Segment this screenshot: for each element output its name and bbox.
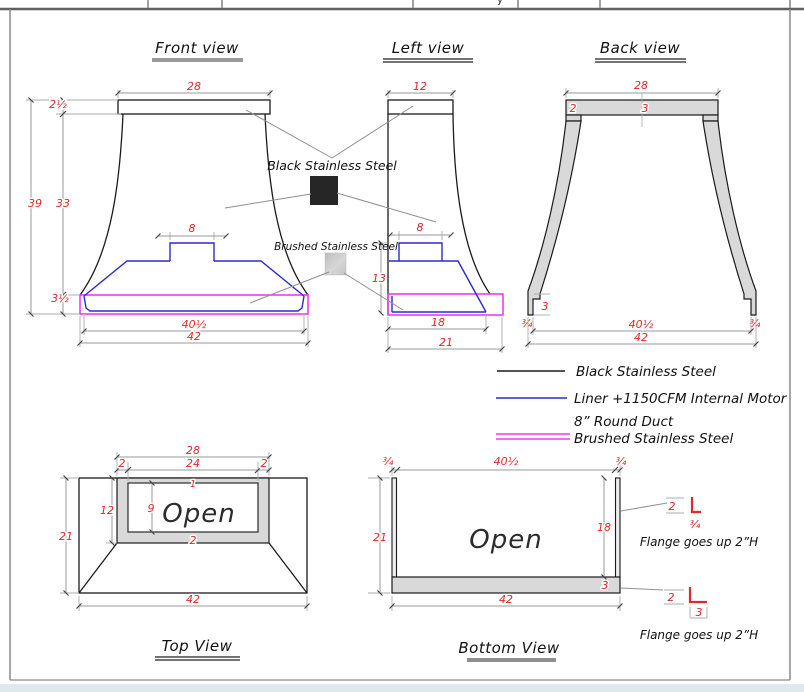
back-right-leg	[702, 120, 757, 316]
front-dim-body-height: 33	[56, 197, 70, 210]
bottom-dim-inner-width: 40½	[494, 455, 519, 468]
back-dim-overall-width: 42	[634, 331, 648, 344]
back-dim-foot-height: 3	[542, 300, 549, 313]
left-dim-duct-width: 8	[417, 221, 424, 234]
top-dim-band-bottom: 2	[190, 534, 197, 547]
footer-bar	[0, 684, 804, 692]
bottom-dim-inner-depth: 18	[597, 521, 611, 534]
front-dim-overall-width: 42	[187, 330, 201, 343]
brushed-steel-callout-label: Brushed Stainless Steel	[274, 241, 398, 253]
flange-detail-bottom: 2 3 Flange goes up 2”H	[620, 587, 758, 642]
front-view-title: Front view	[155, 39, 239, 57]
front-top-plate	[117, 99, 271, 115]
back-dim-top-width: 28	[634, 79, 648, 92]
bottom-view-band	[391, 576, 621, 594]
front-dim-top-height: 2½	[49, 98, 67, 111]
top-dim-band-top: 1	[190, 479, 196, 490]
bottom-view-open-label: Open	[469, 525, 542, 555]
back-dim-plate-edge: 2	[570, 102, 577, 115]
back-dim-foot-width-right: ¾	[750, 317, 761, 330]
material-callouts: Black Stainless Steel Brushed Stainless …	[224, 105, 437, 311]
bottom-view-left-wall	[391, 477, 398, 578]
flange-bottom-profile	[688, 587, 707, 604]
left-brushed-band	[387, 293, 504, 316]
front-dim-top-width: 28	[187, 80, 201, 93]
front-dim-band-height: 3½	[51, 292, 69, 305]
bottom-dim-wall-left: ¾	[383, 455, 394, 468]
top-dim-band-right: 2	[261, 457, 268, 470]
back-left-leg	[527, 120, 582, 316]
flange-top-profile	[690, 497, 701, 514]
flange-bottom-dim-width: 3	[696, 606, 703, 619]
left-liner-outline	[389, 242, 487, 313]
title-block-remnant-text: y	[497, 0, 503, 6]
left-view: Left view 12 8 13 18 21	[371, 39, 505, 353]
back-dim-plate-height: 3	[642, 102, 649, 115]
bottom-dim-overall-depth: 21	[373, 531, 387, 544]
flange-detail-top: 2 ¾ Flange goes up 2”H	[620, 497, 758, 549]
top-view-open-label: Open	[162, 499, 235, 529]
legend-duct-label: 8” Round Duct	[574, 414, 674, 430]
front-brushed-band	[79, 294, 309, 315]
legend-black-label: Black Stainless Steel	[576, 364, 716, 380]
top-dim-opening-width: 24	[186, 457, 200, 470]
front-view-title-underline	[152, 58, 243, 62]
bottom-view-title-underline	[467, 658, 556, 662]
flange-top-note: Flange goes up 2”H	[640, 535, 758, 549]
flange-top-dim-width: ¾	[690, 518, 701, 531]
legend: Black Stainless Steel Liner +1150CFM Int…	[496, 364, 788, 447]
black-steel-swatch	[310, 176, 338, 205]
top-dim-frame-width: 28	[186, 444, 200, 457]
top-view: Open 28 2 24 2 1 2 21 12 9 42 Top View	[58, 443, 310, 661]
top-dim-overall-depth: 21	[59, 530, 73, 543]
back-view: Back view 28 2 3 3 ¾ ¾ 40½ 42	[520, 39, 762, 348]
flange-bottom-note: Flange goes up 2”H	[640, 628, 758, 642]
black-steel-callout-label: Black Stainless Steel	[267, 158, 397, 173]
back-view-title: Back view	[600, 39, 680, 57]
top-view-title: Top View	[162, 637, 233, 655]
bottom-view-title: Bottom View	[458, 639, 559, 657]
bottom-dim-overall-width: 42	[499, 593, 513, 606]
left-dim-liner-height: 13	[372, 272, 386, 285]
flange-top-dim-height: 2	[669, 500, 676, 513]
back-dim-inner-width: 40½	[629, 318, 654, 331]
front-liner-outline	[83, 242, 305, 297]
bottom-dim-wall-right: ¾	[616, 455, 627, 468]
top-dim-band-left: 2	[119, 457, 126, 470]
legend-liner-label: Liner +1150CFM Internal Motor	[574, 391, 788, 407]
flange-bottom-dim-height: 2	[668, 591, 675, 604]
top-dim-opening-depth: 9	[148, 502, 155, 515]
front-view: Front view 28 8 2½ 39 33 3½	[26, 39, 311, 347]
left-dim-liner-depth: 18	[431, 316, 445, 329]
brushed-steel-swatch	[324, 252, 347, 276]
left-top-plate	[387, 99, 454, 115]
front-dim-overall-height: 39	[28, 197, 42, 210]
left-view-title: Left view	[392, 39, 465, 57]
back-dim-foot-width-left: ¾	[522, 317, 533, 330]
front-dim-liner-width: 40½	[182, 318, 207, 331]
bottom-view-right-wall	[614, 477, 621, 578]
bottom-view: Open ¾ 40½ ¾ 21 18 3 42 Bottom View	[368, 454, 628, 662]
left-dim-top-width: 12	[413, 80, 427, 93]
legend-brushed-label: Brushed Stainless Steel	[574, 431, 733, 447]
front-dim-duct-width: 8	[189, 222, 196, 235]
top-dim-frame-depth: 12	[100, 504, 114, 517]
left-dim-overall-depth: 21	[439, 336, 453, 349]
bottom-dim-band-height: 3	[602, 579, 609, 592]
top-dim-overall-width: 42	[186, 593, 200, 606]
